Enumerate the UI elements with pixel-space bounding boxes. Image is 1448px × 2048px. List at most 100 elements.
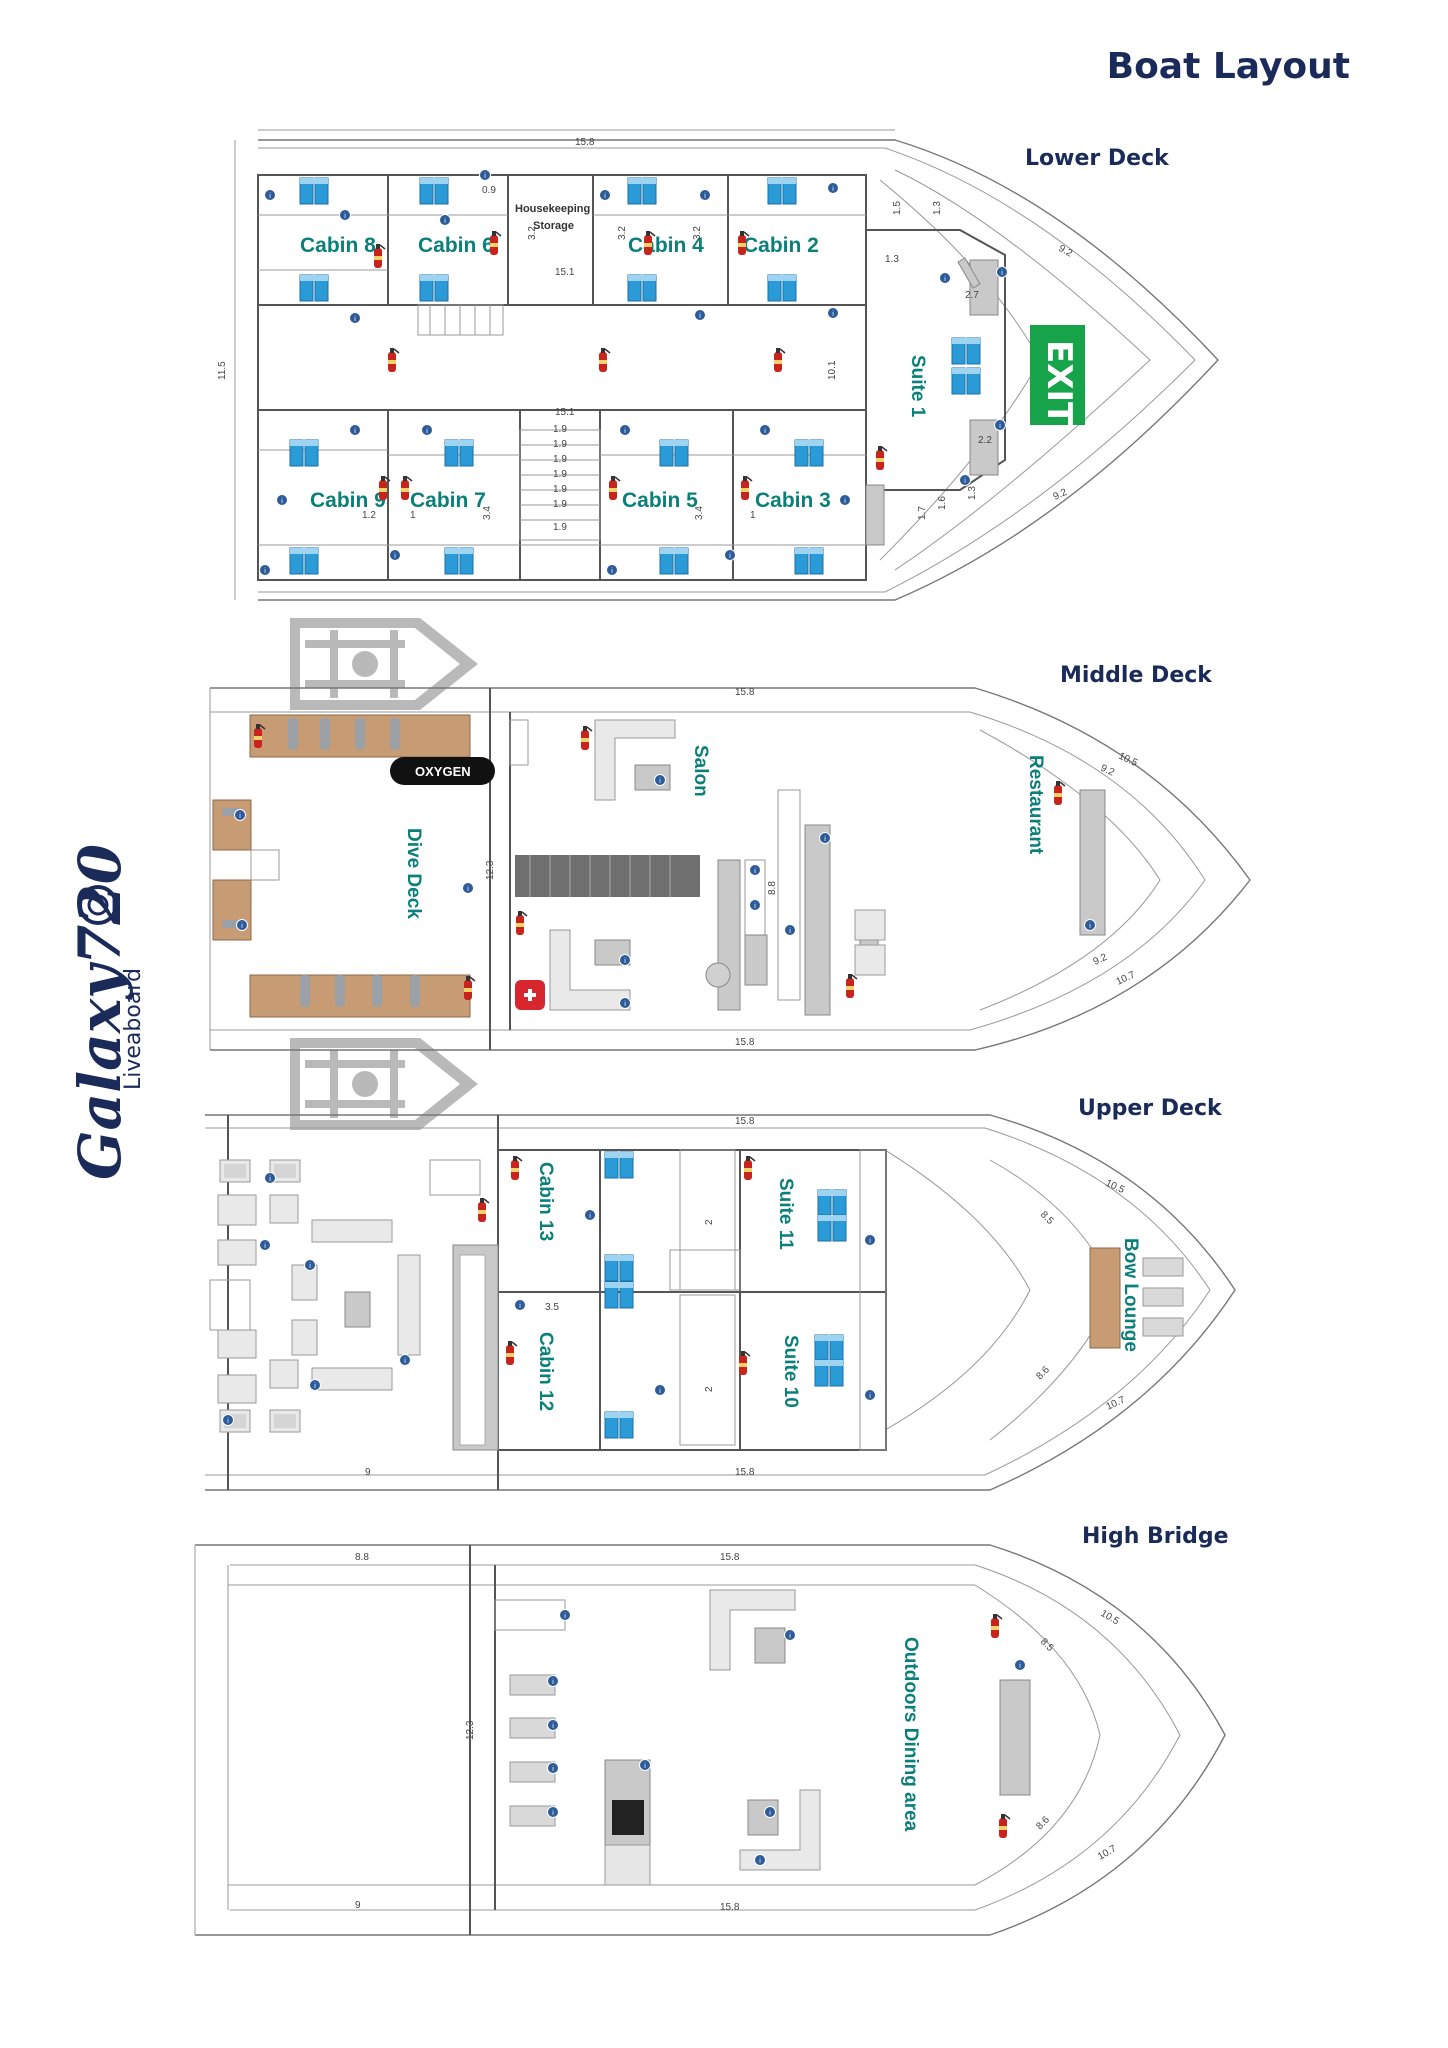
cabin-3-label: Cabin 3: [755, 489, 831, 512]
svg-text:2.7: 2.7: [965, 290, 979, 301]
info-icon: [994, 419, 1006, 431]
svg-text:1.3: 1.3: [885, 254, 899, 265]
svg-text:1.9: 1.9: [553, 484, 567, 495]
svg-text:15.1: 15.1: [555, 267, 575, 278]
lower-deck-label: Lower Deck: [1025, 146, 1170, 171]
info-icon: [606, 564, 618, 576]
info-icon: [479, 169, 491, 181]
info-icon: [439, 214, 451, 226]
svg-text:9.2: 9.2: [1099, 763, 1117, 779]
restaurant-label: Restaurant: [1025, 755, 1046, 855]
housekeeping-label: Housekeeping: [515, 203, 590, 215]
info-icon: [559, 1609, 571, 1621]
svg-text:2: 2: [704, 1219, 715, 1225]
info-icon: [349, 424, 361, 436]
salon-label: Salon: [690, 745, 711, 797]
info-icon: [584, 1209, 596, 1221]
fire-extinguisher-icon: [387, 347, 400, 373]
info-icon: [619, 997, 631, 1009]
bed-icon: [289, 439, 319, 467]
fire-extinguisher-icon: [598, 347, 611, 373]
exit-sign: [1030, 325, 1085, 425]
bed-icon: [299, 177, 329, 205]
info-icon: [959, 474, 971, 486]
info-icon: [304, 1259, 316, 1271]
svg-text:1.3: 1.3: [967, 486, 978, 500]
info-icon: [421, 424, 433, 436]
fire-extinguisher-icon: [773, 347, 786, 373]
info-icon: [349, 312, 361, 324]
svg-text:15.1: 15.1: [555, 407, 575, 418]
info-icon: [389, 549, 401, 561]
bed-icon: [814, 1334, 844, 1362]
bed-icon: [604, 1151, 634, 1179]
svg-text:8.6: 8.6: [1034, 1364, 1052, 1382]
svg-text:15.8: 15.8: [735, 1116, 755, 1127]
middle-deck-hull: [210, 687, 1251, 1051]
info-icon: [619, 424, 631, 436]
svg-text:15.8: 15.8: [720, 1552, 740, 1563]
svg-text:2: 2: [704, 1386, 715, 1392]
high-bridge-label: High Bridge: [1082, 1524, 1229, 1549]
info-icon: [264, 189, 276, 201]
info-icon: [547, 1719, 559, 1731]
fire-extinguisher-icon: [743, 1155, 756, 1181]
svg-text:8.8: 8.8: [355, 1552, 369, 1563]
bed-icon: [817, 1214, 847, 1242]
oxygen-label: OXYGEN: [415, 764, 471, 779]
middle-deck: Middle Deck 15.8 15.8: [209, 618, 1251, 1130]
info-icon: [749, 864, 761, 876]
info-icon: [619, 954, 631, 966]
bed-icon: [951, 337, 981, 365]
info-icon: [784, 1629, 796, 1641]
info-icon: [309, 1379, 321, 1391]
info-icon: [784, 924, 796, 936]
svg-text:11.5: 11.5: [217, 361, 228, 380]
info-icon: [996, 266, 1008, 278]
svg-text:15.8: 15.8: [720, 1902, 740, 1913]
svg-text:1.3: 1.3: [932, 201, 943, 215]
tender-boat-icon: [290, 618, 478, 710]
info-icon: [864, 1234, 876, 1246]
info-icon: [276, 494, 288, 506]
svg-text:15.8: 15.8: [735, 687, 755, 698]
bed-icon: [627, 177, 657, 205]
svg-text:10.7: 10.7: [1105, 1394, 1128, 1412]
info-icon: [547, 1806, 559, 1818]
fire-extinguisher-icon: [740, 475, 753, 501]
svg-text:3.2: 3.2: [617, 226, 628, 240]
info-icon: [827, 182, 839, 194]
svg-text:3.5: 3.5: [545, 1302, 559, 1313]
svg-text:9: 9: [355, 1900, 361, 1911]
info-icon: [234, 809, 246, 821]
svg-text:9.2: 9.2: [1052, 487, 1070, 503]
bed-icon: [604, 1281, 634, 1309]
svg-text:12.3: 12.3: [485, 860, 496, 880]
svg-text:1.9: 1.9: [553, 424, 567, 435]
svg-text:3.2: 3.2: [692, 226, 703, 240]
fire-extinguisher-icon: [505, 1340, 518, 1366]
info-icon: [1014, 1659, 1026, 1671]
svg-text:8.5: 8.5: [1038, 1209, 1056, 1227]
svg-text:1: 1: [410, 510, 416, 521]
info-icon: [939, 272, 951, 284]
svg-text:10.7: 10.7: [1096, 1843, 1119, 1862]
brand-logo: Galaxy720 Liveaboard: [66, 844, 146, 1180]
svg-text:3.4: 3.4: [482, 506, 493, 520]
info-icon: [514, 1299, 526, 1311]
bed-icon: [767, 274, 797, 302]
info-icon: [547, 1675, 559, 1687]
svg-text:1.9: 1.9: [553, 469, 567, 480]
cabin-6-label: Cabin 6: [418, 234, 494, 257]
info-icon: [654, 1384, 666, 1396]
page-title: Boat Layout: [1107, 46, 1350, 87]
bed-icon: [951, 367, 981, 395]
bed-icon: [767, 177, 797, 205]
info-icon: [819, 832, 831, 844]
info-icon: [759, 424, 771, 436]
svg-text:1: 1: [750, 510, 756, 521]
info-icon: [462, 882, 474, 894]
svg-text:15.8: 15.8: [735, 1037, 755, 1048]
svg-text:1.6: 1.6: [937, 496, 948, 510]
bed-icon: [627, 274, 657, 302]
